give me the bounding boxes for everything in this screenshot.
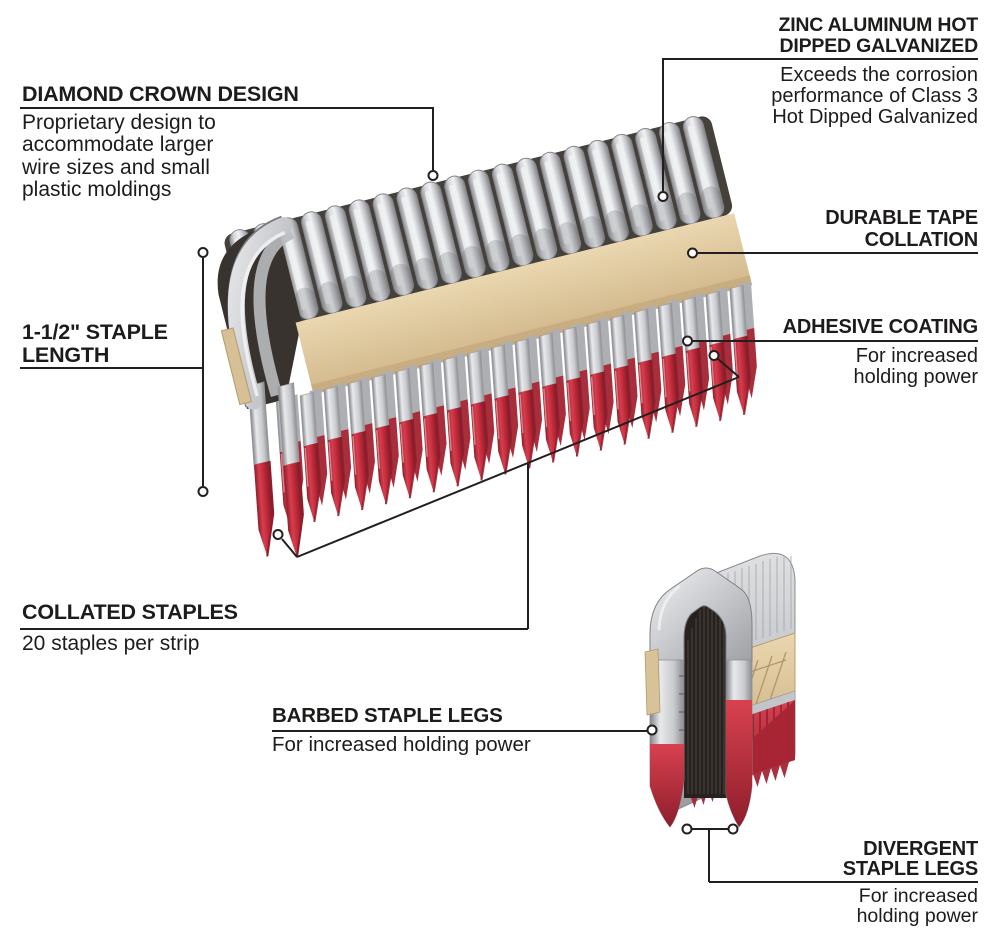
callout-dot: [272, 529, 284, 540]
callout-dot: [427, 170, 439, 181]
callout-description: For increased holding power: [856, 885, 978, 927]
callout-title: BARBED STAPLE LEGS: [272, 704, 503, 727]
callout-zinc-galvanized: ZINC ALUMINUM HOT DIPPED GALVANIZED Exce…: [771, 15, 978, 128]
divergent-legs-line: [692, 828, 978, 883]
callout-collated-staples: COLLATED STAPLES 20 staples per strip: [22, 601, 238, 655]
callout-dot: [646, 724, 658, 736]
callout-title: DIVERGENT STAPLE LEGS: [842, 838, 978, 880]
tape-collation-band: [295, 213, 753, 395]
diamond-crown-line: [20, 107, 434, 170]
callout-title: 1-1/2" STAPLE LENGTH: [22, 320, 168, 367]
callout-dot: [708, 350, 720, 361]
callout-description: 20 staples per strip: [22, 632, 200, 655]
callout-title: ZINC ALUMINUM HOT DIPPED GALVANIZED: [778, 14, 978, 57]
collated-staples-line: [20, 358, 740, 630]
callout-tape-collation: DURABLE TAPE COLLATION: [825, 207, 978, 251]
callout-dots: [197, 170, 739, 835]
callout-title: ADHESIVE COATING: [782, 316, 979, 338]
callout-diamond-crown: DIAMOND CROWN DESIGN Proprietary design …: [22, 83, 299, 202]
staple-strip-end-view: [644, 552, 796, 828]
callout-dot: [197, 247, 209, 258]
callout-description: Proprietary design to accommodate larger…: [22, 111, 216, 202]
callout-dot: [197, 486, 209, 497]
zinc-galvanized-line: [662, 58, 978, 191]
callout-dot: [727, 823, 739, 835]
callout-title: COLLATED STAPLES: [22, 600, 238, 624]
staple-length-line: [20, 258, 204, 486]
callout-dot: [687, 247, 698, 259]
callout-divergent-legs: DIVERGENT STAPLE LEGS For increased hold…: [843, 839, 978, 926]
callout-description: For increased holding power: [272, 733, 531, 756]
callout-lines: [20, 58, 978, 883]
callout-adhesive-coating: ADHESIVE COATING For increased holding p…: [782, 316, 979, 388]
callout-dot: [657, 191, 669, 202]
callout-title: DURABLE TAPE COLLATION: [825, 207, 978, 251]
callout-description: Exceeds the corrosion performance of Cla…: [771, 64, 978, 128]
callout-description: For increased holding power: [853, 345, 978, 388]
staple-strip-main: [217, 113, 759, 561]
callout-dot: [681, 823, 693, 835]
callout-staple-length: 1-1/2" STAPLE LENGTH: [22, 321, 168, 366]
callout-dot: [682, 335, 693, 347]
callout-barbed-legs: BARBED STAPLE LEGS For increased holding…: [272, 704, 531, 755]
callout-title: DIAMOND CROWN DESIGN: [22, 82, 299, 106]
